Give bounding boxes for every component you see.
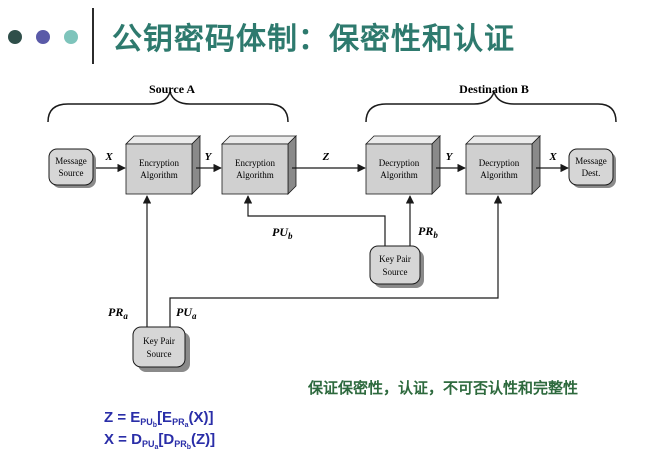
formula-encrypt: Z = EPUb[EPRa(X)]: [104, 409, 213, 429]
key-pair-b-line1: Key Pair: [379, 254, 411, 264]
destination-brace: [365, 89, 617, 123]
source-label: Source A: [149, 82, 195, 96]
message-dest-line1: Message: [575, 156, 607, 166]
formula1-lhs: Z = E: [104, 409, 141, 426]
decryption-2-line2: Algorithm: [480, 170, 518, 180]
key-pair-a-line1: Key Pair: [143, 336, 175, 346]
key-pair-b-line2: Source: [383, 267, 408, 277]
key-label-pr-b: PRb: [418, 224, 438, 240]
message-source-line2: Source: [59, 168, 84, 178]
encryption-algorithm-2: Encryption Algorithm: [221, 135, 297, 195]
formula2-sub2: PRb: [174, 439, 191, 451]
bullet-dots: [8, 28, 88, 48]
decryption-2-line1: Decryption: [479, 158, 520, 168]
dot-dark: [8, 30, 22, 44]
formula2-tail: (Z)]: [190, 431, 216, 448]
decryption-algorithm-2: Decryption Algorithm: [465, 135, 541, 195]
dot-teal: [64, 30, 78, 44]
formula2-mid: [D: [158, 431, 175, 448]
pu-a-sub: a: [192, 311, 197, 321]
formula1-sub1-text: PU: [140, 417, 153, 427]
source-brace: [47, 89, 289, 123]
arrow-pu-a: [169, 195, 503, 327]
flow-label-y2: Y: [446, 151, 454, 163]
encryption-2-line2: Algorithm: [236, 170, 274, 180]
formula1-sub2: PRa: [172, 417, 189, 429]
encryption-1-line2: Algorithm: [140, 170, 178, 180]
slide-title: 公钥密码体制：保密性和认证: [112, 22, 515, 57]
decryption-algorithm-1: Decryption Algorithm: [365, 135, 441, 195]
pr-a-base: PR: [108, 305, 123, 319]
flow-label-z: Z: [322, 151, 330, 163]
message-dest-line2: Dest.: [582, 168, 601, 178]
message-source-box: Message Source: [48, 148, 96, 188]
encryption-algorithm-1: Encryption Algorithm: [125, 135, 201, 195]
decryption-1-line2: Algorithm: [380, 170, 418, 180]
key-label-pr-a: PRa: [108, 305, 128, 321]
decryption-1-line1: Decryption: [379, 158, 420, 168]
pr-a-sub: a: [123, 311, 128, 321]
formula2-sub1-sub: a: [154, 444, 159, 451]
message-source-line1: Message: [55, 156, 87, 166]
pr-b-base: PR: [418, 224, 433, 238]
key-pair-source-b: Key Pair Source: [369, 245, 424, 288]
flow-label-y1: Y: [205, 151, 213, 163]
destination-label: Destination B: [459, 82, 529, 96]
pu-b-base: PU: [272, 225, 289, 239]
formula1-mid: [E: [157, 409, 173, 426]
encryption-1-line1: Encryption: [139, 158, 179, 168]
formula1-sub1: PUb: [140, 417, 158, 429]
key-pair-a-line2: Source: [147, 349, 172, 359]
pu-a-base: PU: [176, 305, 193, 319]
formula1-tail: (X)]: [188, 409, 214, 426]
arrow-pu-b: [243, 195, 386, 246]
key-pair-source-a: Key Pair Source: [132, 326, 190, 372]
formula2-sub2-text: PR: [174, 439, 187, 449]
key-label-pu-a: PUa: [176, 305, 197, 321]
pr-b-sub: b: [433, 230, 438, 240]
encryption-2-line1: Encryption: [235, 158, 275, 168]
formula-decrypt: X = DPUa[DPRb(Z)]: [104, 431, 215, 451]
pu-b-sub: b: [288, 231, 293, 241]
flow-label-x2: X: [548, 151, 557, 163]
formula2-sub2-sub: b: [186, 444, 191, 451]
formula1-sub2-sub: a: [184, 422, 189, 429]
formula2-lhs: X = D: [104, 431, 142, 448]
key-label-pu-b: PUb: [272, 225, 293, 241]
formula2-sub1: PUa: [141, 439, 159, 451]
flow-label-x1: X: [104, 151, 113, 163]
message-dest-box: Message Dest.: [568, 148, 616, 188]
formula1-sub1-sub: b: [152, 422, 158, 429]
formula1-sub2-text: PR: [172, 417, 185, 427]
summary-text: 保证保密性，认证，不可否认性和完整性: [308, 379, 579, 397]
title-divider: [92, 8, 94, 64]
formula2-sub1-text: PU: [141, 439, 155, 449]
dot-purple: [36, 30, 50, 44]
